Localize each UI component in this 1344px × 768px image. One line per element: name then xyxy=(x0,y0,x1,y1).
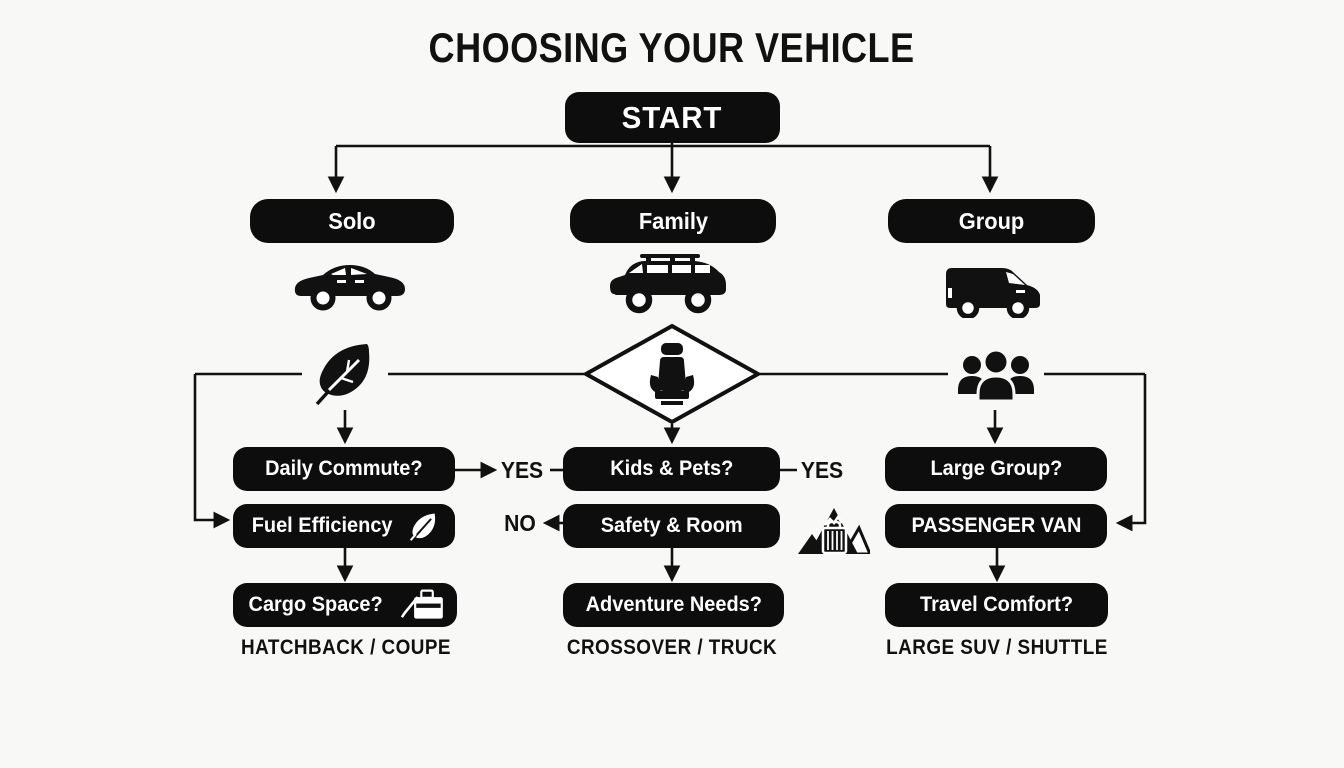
node-large-group: Large Group? xyxy=(885,447,1107,491)
branch-group: Group xyxy=(888,199,1095,243)
van-icon xyxy=(946,268,1040,318)
node-adventure-needs: Adventure Needs? xyxy=(563,583,784,627)
result-family: CROSSOVER / TRUCK xyxy=(566,636,778,659)
result-group: LARGE SUV / SHUTTLE xyxy=(886,636,1108,659)
branch-family: Family xyxy=(570,199,776,243)
edge-left-elbow-to-fuel xyxy=(193,374,231,529)
edge-label-no: NO xyxy=(504,510,536,536)
node-daily-commute: Daily Commute? xyxy=(233,447,455,491)
edge-right-elbow-to-van xyxy=(1115,374,1147,532)
leaf-icon xyxy=(315,344,370,406)
branch-solo: Solo xyxy=(250,199,454,243)
mountains-luggage-icon xyxy=(798,508,870,554)
result-solo: HATCHBACK / COUPE xyxy=(241,636,451,659)
start-node: START xyxy=(565,92,780,143)
node-safety-room: Safety & Room xyxy=(563,504,780,548)
edge-label-yes-left: YES xyxy=(500,457,544,483)
node-passenger-van: PASSENGER VAN xyxy=(885,504,1107,548)
briefcase-icon xyxy=(400,589,443,619)
sedan-car-icon xyxy=(294,265,405,311)
car-seat-icon xyxy=(649,343,695,405)
suv-icon xyxy=(610,254,726,314)
edge-label-yes-right: YES xyxy=(800,457,844,483)
node-kids-pets: Kids & Pets? xyxy=(563,447,780,491)
people-group-icon xyxy=(958,348,1034,402)
page-title: CHOOSING YOUR VEHICLE xyxy=(428,24,916,71)
node-fuel-efficiency: Fuel Efficiency xyxy=(233,504,455,548)
node-cargo-space: Cargo Space? xyxy=(233,583,457,627)
leaf-small-icon xyxy=(410,513,436,541)
node-travel-comfort: Travel Comfort? xyxy=(885,583,1108,627)
